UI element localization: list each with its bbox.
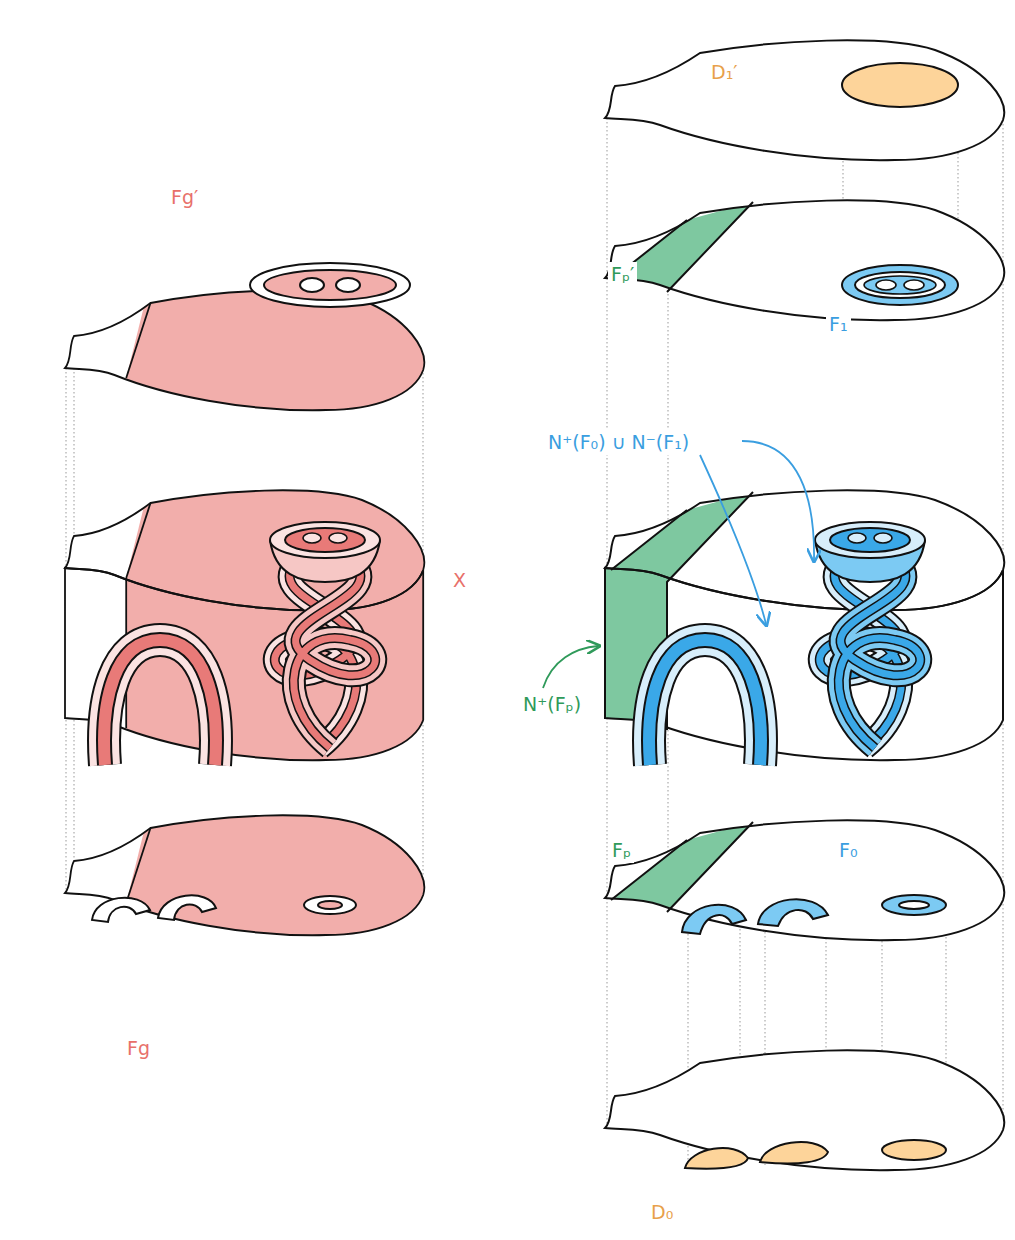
surface-label: Fg bbox=[124, 1036, 153, 1061]
surface-label: F₁ bbox=[826, 312, 851, 337]
disc-label: D₁′ bbox=[708, 60, 741, 85]
disc-label: D₀ bbox=[648, 1200, 676, 1225]
neighborhood-label: N⁺(F₀) ∪ N⁻(F₁) bbox=[545, 430, 692, 455]
surface-label: Fₚ′ bbox=[608, 262, 637, 287]
surface-label: Fg′ bbox=[168, 185, 201, 210]
surface-label: F₀ bbox=[836, 838, 861, 863]
neighborhood-label: N⁺(Fₚ) bbox=[520, 692, 584, 717]
manifold-label: X bbox=[450, 568, 469, 593]
surface-label: Fₚ bbox=[609, 838, 634, 863]
